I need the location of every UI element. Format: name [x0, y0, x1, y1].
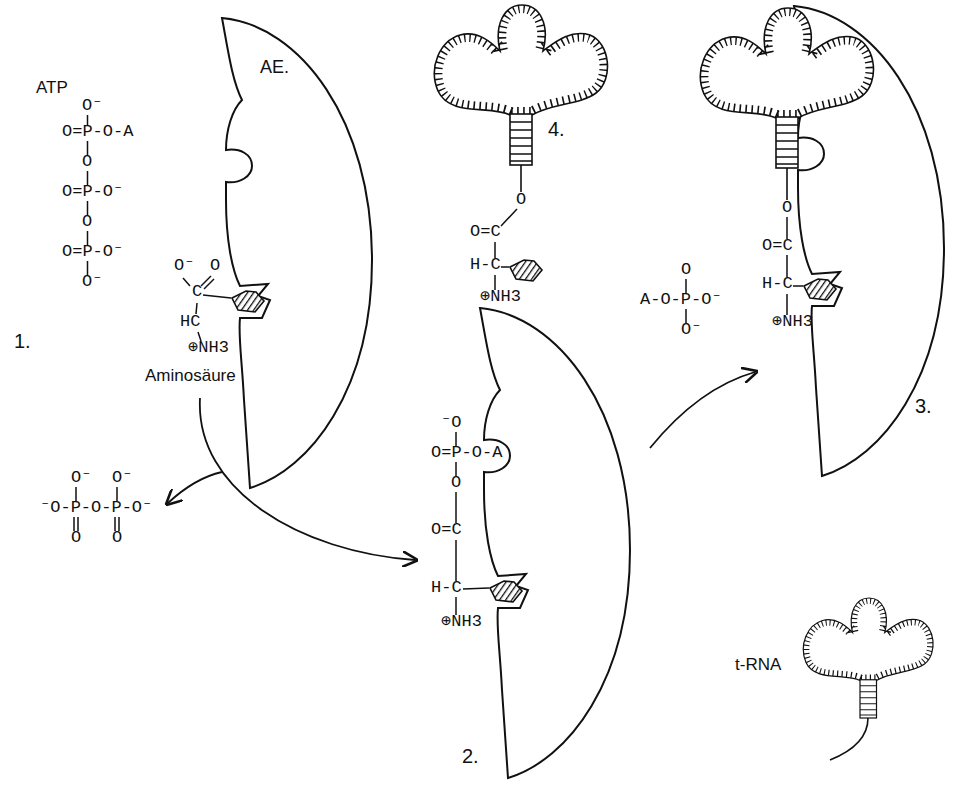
enzyme-outline — [222, 18, 372, 488]
bond — [501, 209, 517, 226]
enzyme-shape — [480, 308, 630, 778]
trna-shape — [700, 8, 873, 168]
chem-formula: C — [192, 282, 202, 302]
chem-formula: O=P-O-A — [62, 122, 133, 142]
chem-formula: ⊕NH3 — [480, 287, 521, 307]
chem-formula: O⁻ — [681, 320, 701, 340]
bond — [183, 278, 190, 286]
stage-number: 4. — [548, 118, 565, 140]
bond — [793, 285, 803, 287]
stage-number: 3. — [915, 395, 932, 417]
chem-formula: O — [210, 256, 220, 276]
bond — [786, 168, 788, 200]
stage-number: 2. — [462, 745, 479, 767]
chem-formula: O — [82, 212, 92, 232]
chem-formula: O=P-O⁻ — [62, 182, 123, 202]
chem-formula: O — [451, 473, 461, 493]
chem-formula: H-C — [762, 274, 793, 294]
bond — [520, 165, 522, 192]
bond — [786, 255, 788, 277]
enzyme-label: AE. — [260, 56, 289, 78]
trna-tail — [830, 718, 868, 760]
chem-formula: ⁻O — [441, 413, 461, 433]
side-chain — [490, 581, 522, 602]
chem-formula: O=P-O⁻ — [62, 242, 123, 262]
chem-formula: HC — [180, 312, 200, 332]
side-chain — [510, 260, 542, 281]
release-arrow — [168, 472, 222, 503]
chem-formula: O⁻ — [112, 468, 132, 488]
molecule-name: Aminosäure — [145, 366, 236, 386]
stage-number: 1. — [14, 330, 31, 352]
chem-formula: O — [782, 198, 792, 218]
molecule-name: t-RNA — [735, 655, 781, 675]
side-chain — [804, 279, 836, 300]
chem-formula: ⊕NH3 — [188, 338, 229, 358]
chem-formula: O — [516, 190, 526, 210]
chem-formula: H-C — [431, 578, 462, 598]
bond — [463, 588, 489, 589]
chem-formula: O=C — [431, 520, 462, 540]
chem-formula: O — [82, 152, 92, 172]
bond — [501, 266, 509, 268]
bond — [786, 294, 788, 315]
chem-formula: O — [112, 528, 122, 548]
chem-formula: O⁻ — [82, 96, 102, 116]
bond — [786, 217, 788, 239]
bond — [455, 540, 457, 581]
reaction-arrow — [200, 398, 415, 560]
chem-formula: ⊕NH3 — [441, 612, 482, 632]
chem-formula: A-O-P-O⁻ — [640, 290, 722, 310]
chem-formula: O — [71, 528, 81, 548]
chem-formula: O⁻ — [174, 256, 194, 276]
bond — [203, 295, 231, 298]
chem-formula: O — [681, 260, 691, 280]
chem-formula: ⊕NH3 — [772, 312, 813, 332]
reaction-arrow — [650, 372, 755, 448]
molecule-name: ATP — [36, 78, 68, 98]
bonds — [74, 115, 803, 615]
enzyme-outline — [190, 8, 380, 496]
chem-formula: O⁻ — [71, 468, 91, 488]
chem-formula: O=C — [470, 222, 501, 242]
trna-shape — [803, 598, 933, 718]
side-chain — [232, 291, 264, 312]
reaction-arrows — [168, 372, 755, 560]
enzyme-shape: AE. — [190, 8, 380, 496]
trna-shape — [434, 5, 607, 165]
chem-formula: O⁻ — [82, 272, 102, 292]
bond — [204, 279, 214, 289]
bond — [455, 492, 457, 523]
chem-formula: O=P-O-A — [431, 443, 502, 463]
chem-formula: ⁻O-P-O-P-O⁻ — [40, 498, 152, 518]
chem-formula: H-C — [470, 255, 501, 275]
chem-formula: O=C — [762, 236, 793, 256]
